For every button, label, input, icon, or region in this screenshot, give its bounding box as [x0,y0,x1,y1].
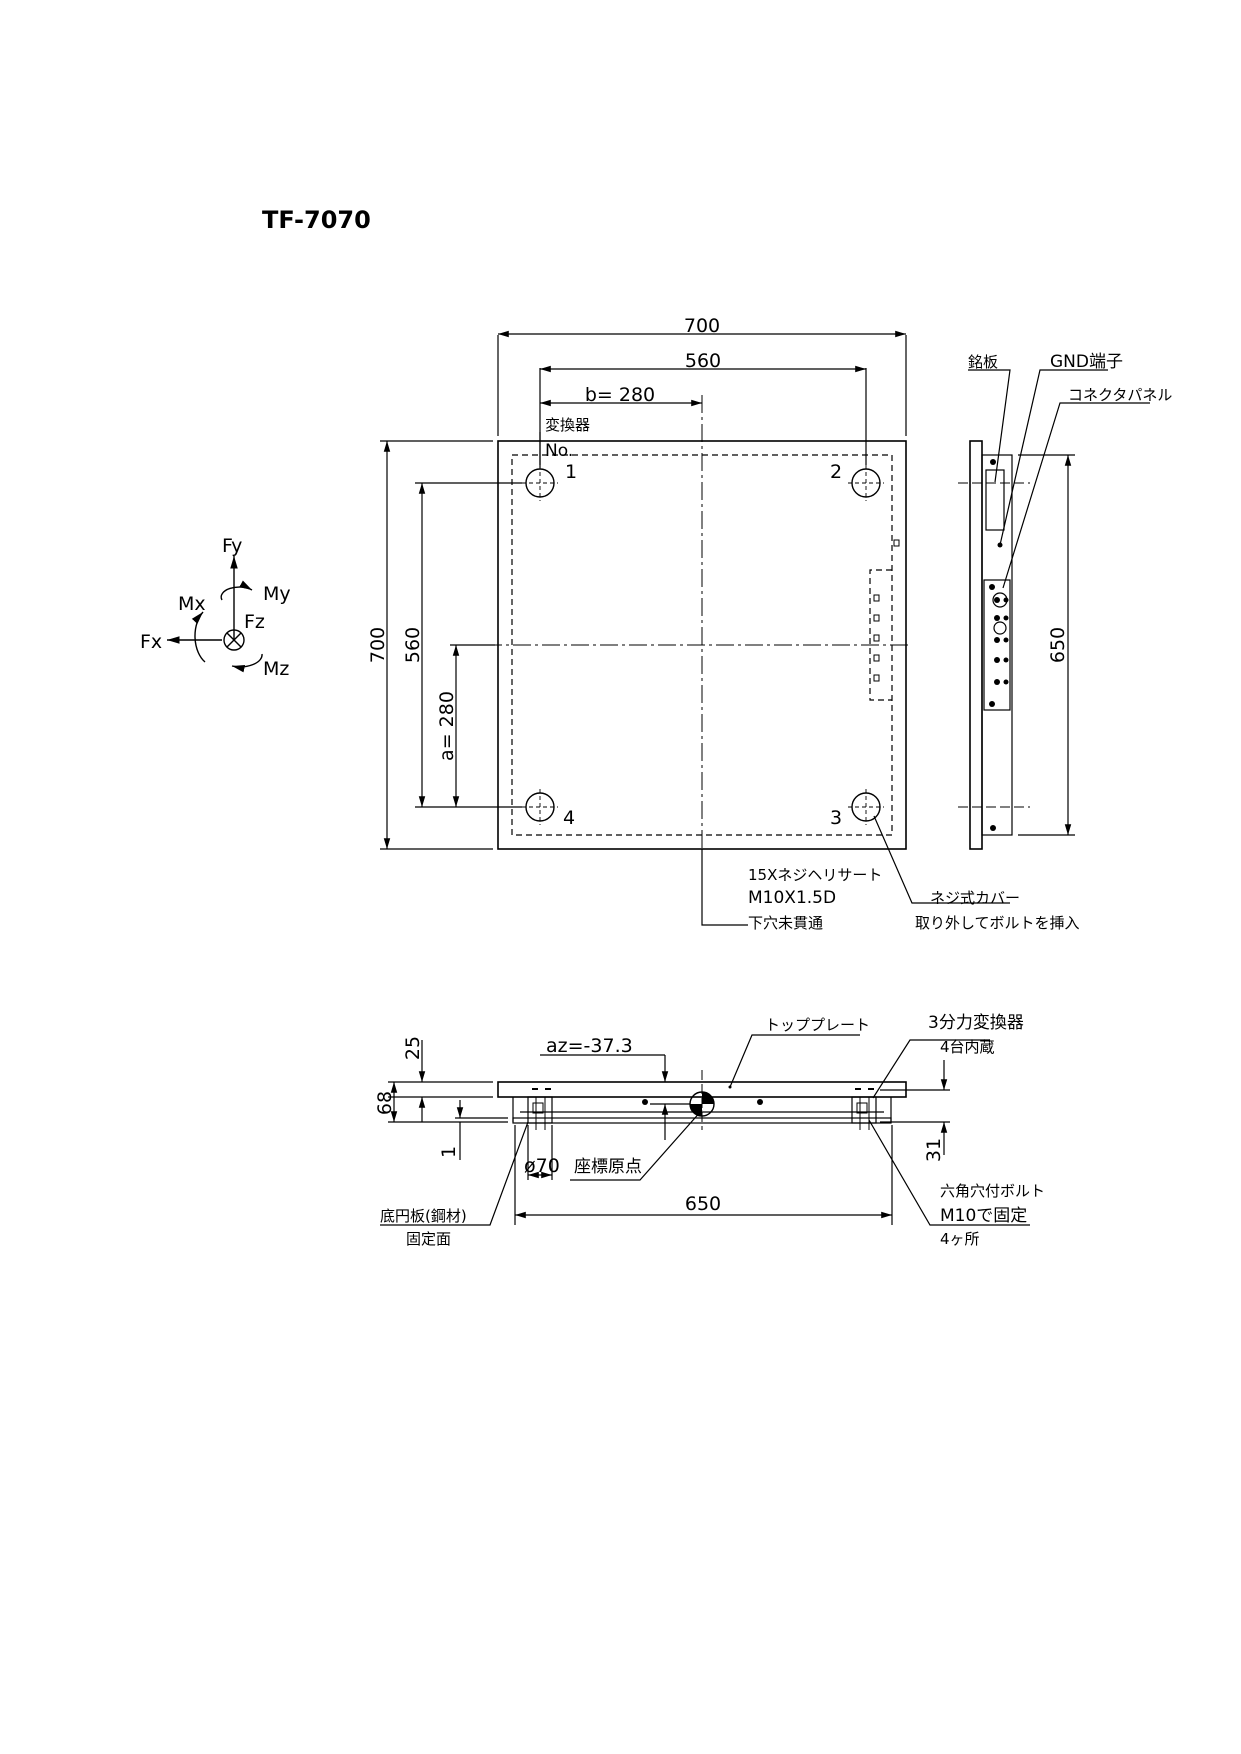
label-gnd: GND端子 [1050,352,1123,372]
note-cover-2: 取り外してボルトを挿入 [915,914,1080,932]
hole-4-label: 4 [563,807,575,829]
dim-width: 700 [684,315,720,337]
label-fy: Fy [222,535,242,557]
top-view-text: 700 560 b= 280 変換器 No. 1 2 3 4 700 560 a… [367,315,1080,932]
top-view [380,330,1010,926]
label-top-plate: トッププレート [765,1016,870,1034]
drawing-title: TF-7070 [262,206,371,234]
side-view-text: 銘板 GND端子 コネクタパネル 650 [968,352,1172,663]
label-transducer-2: 4台内蔵 [940,1038,995,1056]
label-bolt-1: 六角穴付ボルト [940,1182,1045,1200]
dim-az: az=-37.3 [546,1035,633,1057]
label-fz: Fz [244,611,265,633]
dim-hole-pitch-y: 560 [402,627,424,663]
front-view [380,1034,1030,1226]
my-arrow [220,580,253,601]
label-mx: Mx [178,593,206,615]
label-origin: 座標原点 [574,1157,642,1177]
label-bolt-2: M10で固定 [940,1206,1027,1226]
side-plate [969,440,983,850]
dim-hole-pitch-x: 560 [685,350,721,372]
dim-height: 700 [367,627,389,663]
side-view [958,369,1150,850]
transducer-no-label: No. [545,441,573,461]
leader-gnd [999,369,1108,546]
leader-cover [873,815,1010,904]
label-my: My [263,583,291,605]
dim-650: 650 [685,1193,721,1215]
mz-arrow [231,653,263,673]
label-mz: Mz [263,658,289,680]
label-transducer-1: 3分力変換器 [928,1013,1024,1033]
label-base-1: 底円板(鋼材) [380,1207,467,1225]
mx-arrow [191,611,206,663]
label-base-2: 固定面 [406,1230,451,1248]
transducer-right [851,1096,877,1124]
dim-side-height: 650 [1047,627,1069,663]
leader-bolt [868,1119,1030,1226]
hole-3-label: 3 [830,807,842,829]
dim-dia: ø70 [524,1155,560,1177]
leader-origin [570,1109,703,1181]
note-cover-1: ネジ式カバー [930,889,1020,907]
hole-1-label: 1 [565,461,577,483]
note-insert-2: M10X1.5D [748,888,836,908]
leader-connector [1002,402,1150,589]
dim-front-top: 25 [402,1036,424,1060]
connector-notch [869,569,892,701]
fz-symbol [223,629,245,651]
label-nameplate: 銘板 [968,353,998,371]
front-view-text: 25 68 1 az=-37.3 トッププレート 3分力変換器 4台内蔵 31 … [374,1013,1045,1248]
leader-transducer [872,1039,990,1099]
leader-insert [701,849,748,926]
label-bolt-3: 4ヶ所 [940,1230,980,1248]
note-insert-1: 15Xネジヘリサート [748,866,882,884]
dim-front-bottom: 1 [438,1146,460,1158]
label-fx: Fx [140,631,162,653]
note-insert-3: 下穴未貫通 [748,914,823,932]
dim-a: a= 280 [436,691,458,761]
axis-labels: Fy My Mx Fz Fx Mz [140,535,291,680]
transducer-left [527,1096,553,1124]
leader-base [380,1121,529,1226]
transducer-label: 変換器 [545,416,590,434]
label-connector: コネクタパネル [1068,386,1172,404]
axis-symbol [167,556,263,673]
dim-b: b= 280 [585,384,655,406]
leader-top-plate [729,1034,860,1088]
dim-31: 31 [923,1138,945,1162]
leader-nameplate [968,369,1011,483]
connector-details [873,539,900,682]
dim-front-total: 68 [374,1091,396,1115]
hole-2-label: 2 [830,461,842,483]
side-body [981,454,1013,836]
